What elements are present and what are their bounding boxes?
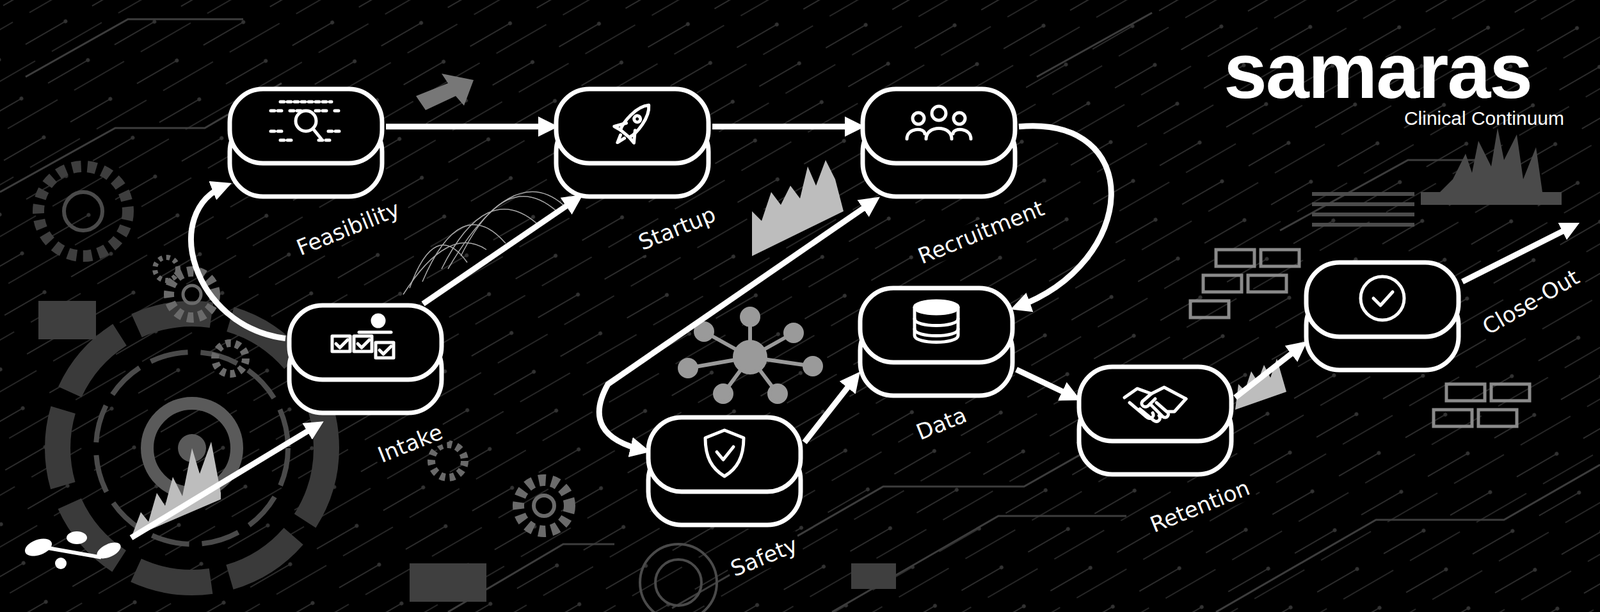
flow-arrow <box>599 200 875 451</box>
flow-arrow <box>191 185 286 339</box>
tile-outline <box>1075 362 1236 479</box>
safety-tile: Safety <box>644 413 805 529</box>
tile-outline <box>1302 258 1463 374</box>
feasibility-tile: Feasibility <box>225 85 386 201</box>
logo-tagline: Clinical Continuum <box>1404 107 1565 130</box>
flow-arrow <box>385 123 553 130</box>
flow-arrow <box>712 123 859 130</box>
tile-outline <box>225 85 386 201</box>
startup-tile: Startup <box>552 85 713 201</box>
close-out-tile: Close-Out <box>1302 258 1463 374</box>
tile-outline <box>644 413 805 529</box>
intake-tile: Intake <box>285 301 446 417</box>
recruitment-tile: Recruitment <box>858 85 1019 201</box>
logo-title: samaras <box>1223 28 1532 114</box>
flow-arrow <box>423 197 578 304</box>
tile-outline <box>285 301 446 417</box>
tile-outline <box>856 284 1017 400</box>
flow-arrow <box>1235 344 1303 398</box>
tile-outline <box>552 85 713 201</box>
flow-arrow <box>1016 369 1076 398</box>
tile-outline <box>858 85 1019 201</box>
data-tile: Data <box>856 284 1017 400</box>
flow-arrow <box>804 376 857 443</box>
retention-tile: Retention <box>1075 362 1236 479</box>
